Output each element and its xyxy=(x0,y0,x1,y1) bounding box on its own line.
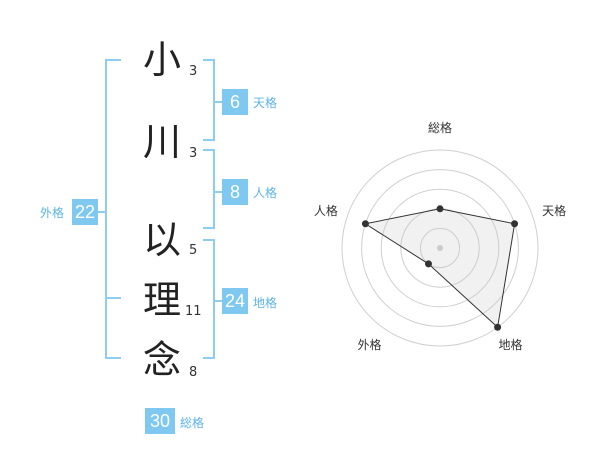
name-char-5: 念 xyxy=(142,338,181,382)
radar-point-5 xyxy=(361,220,369,228)
stroke-count-2: 3 xyxy=(189,146,198,161)
stroke-count-3: 5 xyxy=(189,243,198,258)
gaikaku-value-badge: 22 xyxy=(72,199,98,225)
name-char-3: 以 xyxy=(142,218,181,262)
radar-axis-label-5: 人格 xyxy=(314,203,338,218)
radar-grid-ring xyxy=(380,188,500,308)
gaikaku-bracket xyxy=(105,59,121,359)
radar-axis-label-2: 天格 xyxy=(542,203,566,218)
radar-axis-label-1: 総格 xyxy=(428,120,452,135)
radar-axis-label-4: 外格 xyxy=(357,337,381,352)
name-char-4: 理 xyxy=(142,278,181,322)
stroke-count-4: 11 xyxy=(185,304,202,319)
gaikaku-label: 外格 xyxy=(40,206,65,220)
chikaku-bracket xyxy=(203,239,215,359)
jinkaku-value-badge: 8 xyxy=(222,179,248,205)
radar-point-2 xyxy=(511,220,519,228)
radar-axis-label-3: 地格 xyxy=(498,337,522,352)
tenkaku-value-badge: 6 xyxy=(222,89,248,115)
radar-series-polygon xyxy=(364,208,516,329)
jinkaku-bracket xyxy=(203,149,215,229)
soukaku-value-badge: 30 xyxy=(145,408,175,434)
radar-grid-ring xyxy=(341,149,539,347)
tenkaku-bracket xyxy=(203,59,215,141)
jinkaku-label: 人格 xyxy=(253,186,278,200)
soukaku-label: 総格 xyxy=(180,416,205,430)
name-char-2: 川 xyxy=(142,120,181,164)
chikaku-label: 地格 xyxy=(253,296,278,310)
radar-center xyxy=(437,245,443,251)
name-char-1: 小 xyxy=(142,38,181,82)
chikaku-value-badge: 24 xyxy=(222,288,248,314)
radar-grid-ring xyxy=(361,169,519,327)
stroke-count-5: 8 xyxy=(189,365,198,380)
tenkaku-label: 天格 xyxy=(253,96,278,110)
stroke-count-1: 3 xyxy=(189,64,198,79)
radar-point-3 xyxy=(494,323,502,331)
radar-point-1 xyxy=(436,205,444,213)
radar-grid-ring xyxy=(419,227,461,269)
radar-point-4 xyxy=(424,260,432,268)
